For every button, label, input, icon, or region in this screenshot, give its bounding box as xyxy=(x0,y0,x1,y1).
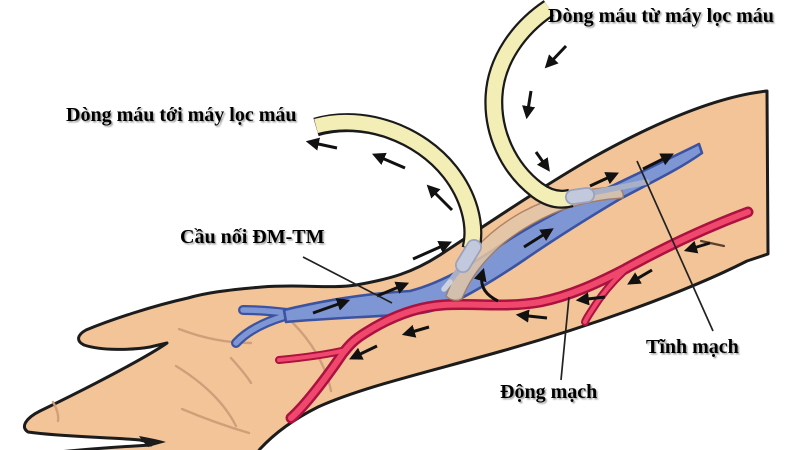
fistula-flow-arrow xyxy=(473,267,499,303)
outflow-tube-arrows xyxy=(305,137,454,212)
label-flow-from-machine: Dòng máu từ máy lọc máu xyxy=(548,5,774,27)
arm-skin xyxy=(23,89,770,450)
inflow-tube-arrows xyxy=(522,44,568,172)
callout-lines xyxy=(302,160,714,381)
needle-inflow xyxy=(565,179,650,205)
label-flow-to-machine: Dòng máu tới máy lọc máu xyxy=(66,104,297,126)
label-vein: Tĩnh mạch xyxy=(646,336,739,358)
tube-to-machine xyxy=(313,113,483,252)
callout-av-bridge xyxy=(302,256,393,304)
vein-flow-arrows xyxy=(312,153,674,315)
label-artery: Động mạch xyxy=(500,381,598,403)
needle-outflow xyxy=(441,239,482,292)
artery-flow-arrows xyxy=(349,240,711,360)
flow-arrows xyxy=(305,44,711,360)
callout-artery xyxy=(560,296,570,381)
skin-creases xyxy=(51,320,333,435)
label-av-bridge: Cầu nối ĐM-TM xyxy=(180,226,325,248)
tube-from-machine xyxy=(484,0,574,209)
artery xyxy=(275,206,754,424)
elbow-crease xyxy=(699,239,726,248)
callout-vein xyxy=(636,160,714,332)
finger-gap xyxy=(139,436,166,447)
